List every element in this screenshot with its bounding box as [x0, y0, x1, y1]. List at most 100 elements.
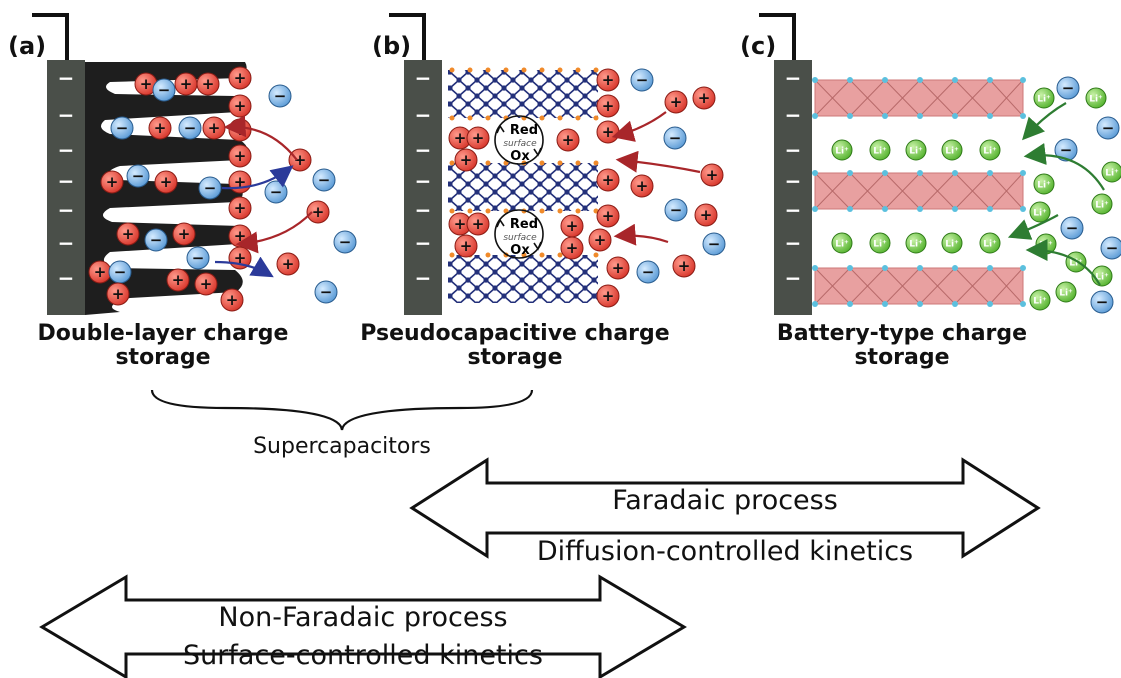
svg-text:−: − [708, 235, 721, 253]
electrode-minus-sign: − [415, 103, 432, 127]
lattice-layers-b [448, 67, 599, 303]
redox-ox-label: Ox [510, 149, 530, 164]
non-faradaic-double-arrow [39, 574, 687, 678]
cation: + [454, 234, 478, 258]
anion: − [144, 228, 168, 252]
redox-cycle-2: Red surface Ox [494, 209, 544, 259]
electrode-b [404, 60, 442, 315]
electrode-signs-a: −−−−−−− [58, 66, 75, 290]
svg-text:+: + [636, 177, 649, 195]
cation: + [694, 203, 718, 227]
lithium-ion: Li⁺ [831, 139, 853, 161]
svg-text:+: + [454, 129, 467, 147]
panel-letter-a: (a) [8, 32, 47, 60]
caption-b-line2: storage [467, 345, 563, 370]
arrow-blue-a2 [214, 256, 274, 278]
cation: + [306, 200, 330, 224]
cation: + [466, 126, 490, 150]
svg-text:+: + [202, 75, 215, 93]
svg-text:+: + [698, 89, 711, 107]
svg-text:Li⁺: Li⁺ [1095, 273, 1109, 283]
svg-text:+: + [112, 285, 125, 303]
svg-text:+: + [234, 97, 247, 115]
supercapacitors-label: Supercapacitors [253, 434, 431, 459]
svg-text:+: + [472, 129, 485, 147]
svg-text:+: + [454, 215, 467, 233]
anion: − [636, 260, 660, 284]
anion: − [264, 180, 288, 204]
svg-text:+: + [234, 227, 247, 245]
cation: + [672, 254, 696, 278]
svg-text:+: + [460, 151, 473, 169]
cation: + [228, 66, 252, 90]
electrode-minus-sign: − [58, 138, 75, 162]
battery-layers-c [812, 77, 1026, 307]
svg-text:−: − [1062, 79, 1075, 97]
svg-text:Li⁺: Li⁺ [983, 147, 997, 157]
anion: − [152, 78, 176, 102]
cation: + [630, 174, 654, 198]
anion: − [198, 176, 222, 200]
cation: + [596, 168, 620, 192]
wire-c [759, 13, 796, 60]
arrow-green-c4 [1025, 239, 1101, 286]
redox-surface-label: surface [503, 233, 537, 243]
cation: + [466, 212, 490, 236]
anion: − [126, 164, 150, 188]
cation: + [454, 148, 478, 172]
caption-c-line2: storage [854, 345, 950, 370]
electrode-a [47, 60, 85, 315]
lithium-ion: Li⁺ [941, 232, 963, 254]
svg-text:+: + [460, 237, 473, 255]
svg-text:+: + [172, 271, 185, 289]
svg-text:+: + [234, 69, 247, 87]
svg-text:+: + [160, 173, 173, 191]
lithium-ion: Li⁺ [979, 139, 1001, 161]
non-faradaic-process-label: Non-Faradaic process [218, 602, 508, 633]
svg-text:Li⁺: Li⁺ [1095, 201, 1109, 211]
cation: + [196, 72, 220, 96]
wire-b [389, 13, 426, 60]
svg-text:+: + [612, 259, 625, 277]
svg-text:−: − [669, 129, 682, 147]
electrode-signs-b: −−−−−−− [415, 66, 432, 290]
svg-text:+: + [602, 171, 615, 189]
electrode-minus-sign: − [415, 231, 432, 255]
redox-red-label: Red [510, 123, 538, 138]
svg-text:+: + [200, 275, 213, 293]
svg-text:−: − [1102, 119, 1115, 137]
anion: − [314, 280, 338, 304]
cation: + [148, 116, 172, 140]
svg-text:−: − [184, 119, 197, 137]
svg-text:Li⁺: Li⁺ [945, 147, 959, 157]
svg-text:−: − [1096, 293, 1109, 311]
cation: + [596, 204, 620, 228]
diffusion-controlled-label: Diffusion-controlled kinetics [536, 536, 914, 567]
caption-a-line2: storage [115, 345, 211, 370]
cation: + [106, 282, 130, 306]
cation: + [448, 126, 472, 150]
svg-text:+: + [208, 119, 221, 137]
anion: − [108, 260, 132, 284]
caption-b: Pseudocapacitive charge storage [340, 322, 690, 370]
svg-text:+: + [178, 225, 191, 243]
caption-c-line1: Battery-type charge [776, 321, 1028, 346]
lithium-ion: Li⁺ [1055, 281, 1077, 303]
faradaic-double-arrow [409, 457, 1041, 559]
electrode-signs-c: −−−−−−− [785, 66, 802, 290]
arrow-red-a1 [223, 115, 298, 161]
electrode-minus-sign: − [785, 138, 802, 162]
svg-text:−: − [670, 201, 683, 219]
electrode-minus-sign: − [58, 103, 75, 127]
cation: + [174, 72, 198, 96]
svg-text:Li⁺: Li⁺ [835, 147, 849, 157]
lithium-ion: Li⁺ [1091, 193, 1113, 215]
svg-text:−: − [114, 263, 127, 281]
lithium-ion: Li⁺ [1033, 87, 1055, 109]
svg-text:+: + [562, 131, 575, 149]
caption-a: Double-layer charge storage [18, 322, 308, 370]
svg-text:+: + [594, 231, 607, 249]
svg-text:−: − [270, 183, 283, 201]
svg-text:+: + [94, 263, 107, 281]
svg-text:Li⁺: Li⁺ [945, 240, 959, 250]
